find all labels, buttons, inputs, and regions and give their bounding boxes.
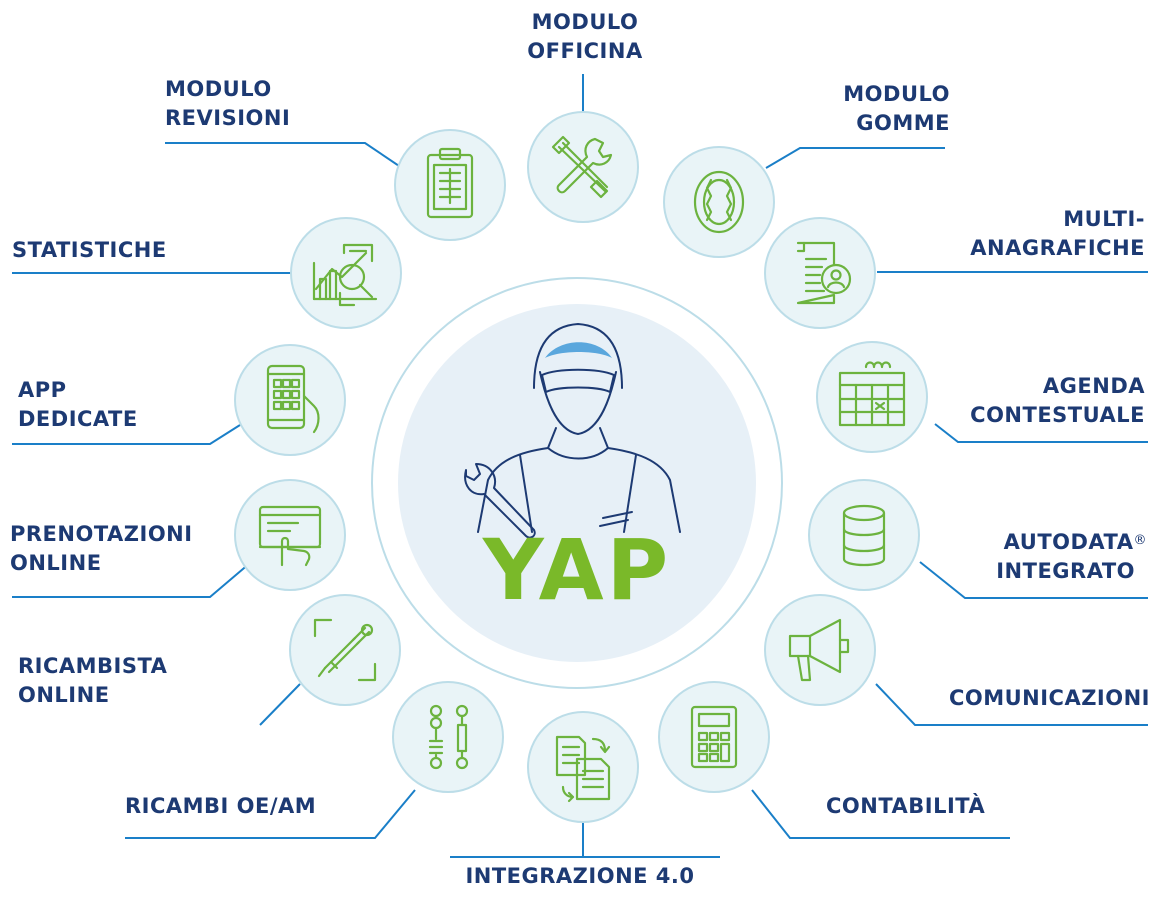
- connector-lines: [12, 74, 1148, 858]
- label-statistiche: STATISTICHE: [12, 238, 167, 262]
- circle-comunicazioni: [764, 594, 876, 706]
- label-ricambi: RICAMBI OE/AM: [125, 794, 317, 818]
- center-hub: [371, 277, 783, 689]
- connector-app: [12, 424, 241, 445]
- brand-logo-text: YAP: [482, 521, 672, 619]
- statistics-icon: [312, 243, 378, 307]
- connector-prenotazioni: [12, 562, 251, 598]
- label-agenda: AGENDA CONTESTUALE: [970, 374, 1145, 427]
- label-contabilita: CONTABILITÀ: [826, 794, 986, 818]
- connector-agenda: [934, 423, 1148, 443]
- database-icon: [842, 504, 886, 567]
- label-officina: MODULO OFFICINA: [527, 10, 643, 63]
- label-app: APP DEDICATE: [18, 378, 138, 431]
- label-anagrafiche: MULTI- ANAGRAFICHE: [970, 207, 1145, 260]
- touch-screen-icon: [258, 505, 322, 567]
- registered-mark: ®: [1133, 533, 1147, 548]
- label-comunicazioni: COMUNICAZIONI: [948, 686, 1150, 710]
- circle-anagrafiche: [764, 217, 876, 329]
- circle-ricambi: [392, 681, 504, 793]
- circle-gomme: [663, 146, 775, 258]
- clipboard-icon: [426, 147, 474, 219]
- tools-icon: [551, 135, 613, 199]
- label-ricambista: RICAMBISTA ONLINE: [18, 654, 168, 707]
- label-gomme: MODULO GOMME: [843, 82, 950, 135]
- smartphone-icon: [266, 364, 320, 434]
- circle-officina: [527, 111, 639, 223]
- suspension-parts-icon: [428, 704, 469, 770]
- circle-ricambista: [289, 594, 401, 706]
- mechanic-icon: [464, 323, 681, 539]
- circle-prenotazioni: [234, 479, 346, 591]
- megaphone-icon: [788, 618, 850, 682]
- label-integrazione: INTEGRAZIONE 4.0: [465, 864, 695, 888]
- label-autodata: AUTODATA® INTEGRATO: [996, 530, 1147, 583]
- connector-gomme: [765, 147, 945, 169]
- connector-comunicazioni: [875, 683, 1148, 726]
- circle-contabilita: [658, 681, 770, 793]
- connector-contabilita: [751, 789, 1010, 839]
- connector-autodata: [919, 561, 1148, 599]
- profile-document-icon: [796, 241, 852, 305]
- label-prenotazioni: PRENOTAZIONI ONLINE: [10, 522, 193, 575]
- connector-ricambista: [259, 683, 301, 726]
- tire-icon: [693, 170, 745, 234]
- label-revisioni: MODULO REVISIONI: [165, 77, 291, 130]
- connector-revisioni: [165, 142, 406, 171]
- spark-plug-icon: [313, 618, 377, 682]
- connector-ricambi: [125, 789, 416, 839]
- circle-app: [234, 344, 346, 456]
- circle-integrazione: [527, 711, 639, 823]
- calendar-icon: [838, 361, 906, 427]
- connector-integrazione: [450, 822, 720, 858]
- document-exchange-icon: [555, 735, 611, 803]
- calculator-icon: [690, 705, 738, 769]
